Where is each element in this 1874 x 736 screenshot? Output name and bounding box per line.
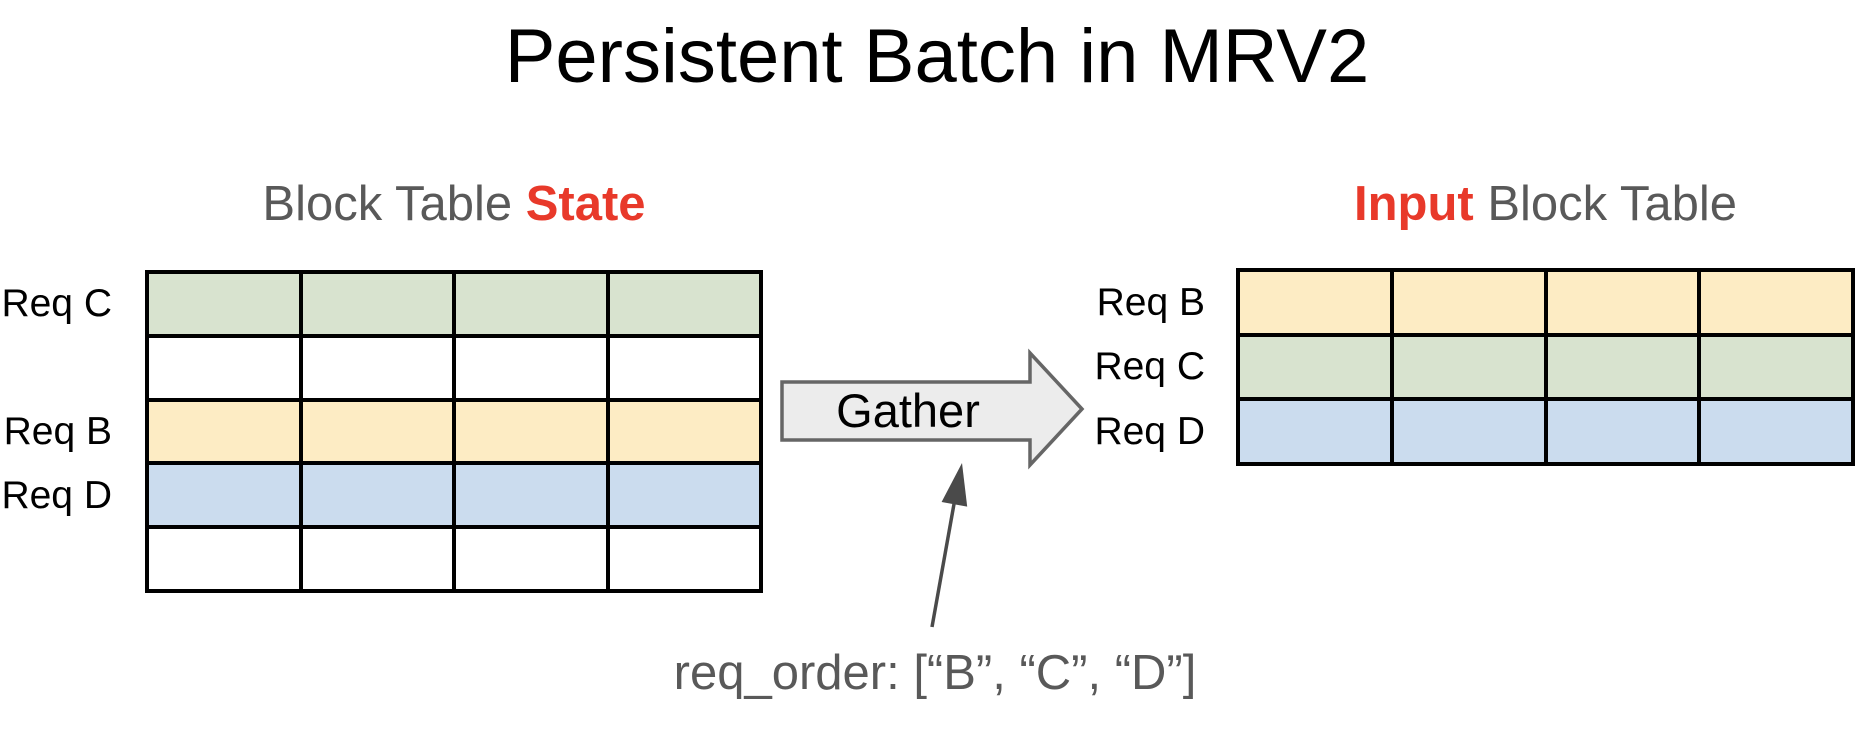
table-cell: [302, 465, 452, 526]
table-cell: [149, 529, 299, 589]
left-row-labels: Req C Req B Req D: [0, 270, 112, 593]
right-heading-text: Block Table: [1473, 177, 1738, 231]
req-order-annotation: req_order: [“B”, “C”, “D”]: [673, 646, 1197, 700]
row-label-req-b: Req B: [1096, 280, 1205, 324]
row-label-req-b: Req B: [3, 409, 112, 453]
right-table-heading: Input Block Table: [1236, 180, 1855, 229]
table-cell: [149, 337, 299, 398]
table-cell: [149, 401, 299, 462]
row-label-req-c: Req C: [1, 282, 112, 326]
row-label-req-c: Req C: [1094, 345, 1205, 389]
table-cell: [456, 401, 606, 462]
table-cell: [1701, 336, 1851, 398]
row-label-req-d: Req D: [1094, 410, 1205, 454]
left-heading-highlight: State: [525, 177, 646, 231]
table-cell: [302, 337, 452, 398]
right-heading-highlight: Input: [1353, 177, 1474, 231]
table-cell: [456, 465, 606, 526]
table-cell: [609, 401, 759, 462]
row-label-empty: [0, 529, 112, 589]
table-cell: [609, 465, 759, 526]
input-block-table: [1236, 268, 1855, 466]
table-cell: [302, 529, 452, 589]
table-cell: [1393, 401, 1544, 462]
block-table-state: [145, 270, 763, 593]
table-cell: [1547, 336, 1698, 398]
table-cell: [1240, 401, 1390, 462]
table-cell: [1240, 272, 1390, 333]
table-cell: [609, 337, 759, 398]
annotation-arrow: [930, 463, 968, 628]
table-cell: [1701, 272, 1851, 333]
left-heading-text: Block Table: [262, 177, 526, 231]
table-cell: [1240, 336, 1390, 398]
table-cell: [1547, 401, 1698, 462]
row-label-req-d: Req D: [1, 473, 112, 517]
table-cell: [1393, 272, 1544, 333]
table-cell: [456, 274, 606, 334]
table-cell: [609, 529, 759, 589]
right-row-labels: Req B Req C Req D: [1000, 268, 1205, 466]
row-label-empty: [0, 338, 112, 398]
table-cell: [302, 401, 452, 462]
left-table-heading: Block Table State: [145, 180, 763, 229]
gather-arrow-label: Gather: [836, 384, 980, 437]
page-title: Persistent Batch in MRV2: [504, 14, 1370, 99]
table-cell: [149, 274, 299, 334]
table-cell: [456, 337, 606, 398]
table-cell: [149, 465, 299, 526]
table-cell: [1393, 336, 1544, 398]
table-cell: [609, 274, 759, 334]
annotation-arrowhead: [941, 463, 968, 507]
table-cell: [302, 274, 452, 334]
table-cell: [1701, 401, 1851, 462]
table-cell: [456, 529, 606, 589]
table-cell: [1547, 272, 1698, 333]
